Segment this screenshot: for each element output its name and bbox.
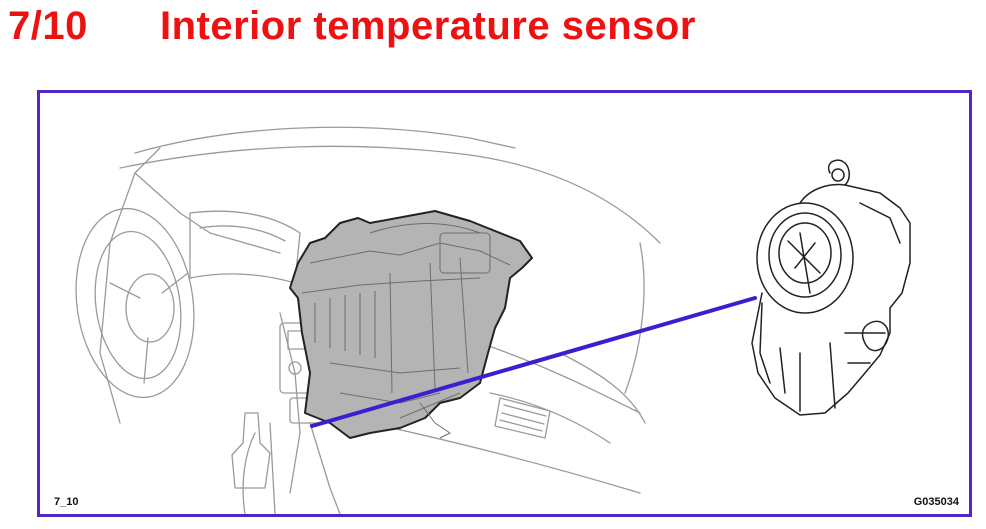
slide-title: 7/10 Interior temperature sensor (8, 4, 696, 48)
pointer-line (310, 296, 757, 428)
temperature-sensor-detail (751, 159, 911, 416)
instrument-cluster (189, 210, 301, 284)
steering-hub (125, 273, 175, 343)
figure-frame: 7_10 G035034 (37, 90, 972, 517)
dashboard-illustration (75, 126, 911, 514)
steering-wheel-outer (75, 207, 195, 399)
dashboard-top-line (119, 145, 661, 244)
figure-code-right: G035034 (913, 496, 959, 508)
windshield-outline (134, 126, 516, 154)
figure-code-left: 7_10 (54, 496, 79, 508)
steering-wheel-inner (94, 230, 182, 380)
slide-heading: Interior temperature sensor (160, 3, 696, 48)
slide-number: 7/10 (8, 3, 88, 48)
right-air-vent (494, 397, 551, 439)
gear-lever (231, 412, 271, 489)
hvac-unit-highlight (289, 210, 533, 439)
right-dashboard (479, 342, 641, 414)
a-pillar (134, 172, 281, 254)
